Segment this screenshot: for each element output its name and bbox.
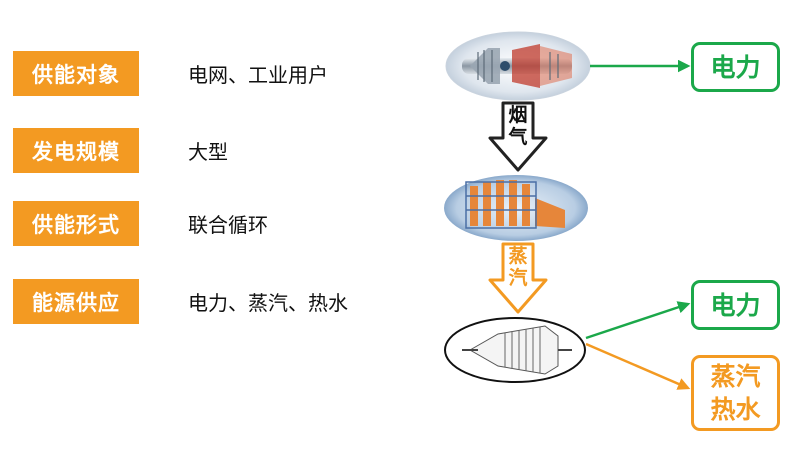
arrow-steam-turbine-to-heat <box>585 342 691 390</box>
steam-label: 蒸 汽 <box>506 245 530 289</box>
value-energy-supply: 电力、蒸汽、热水 <box>188 291 348 315</box>
label-supply-form: 供能形式 <box>13 201 139 246</box>
label-supply-target: 供能对象 <box>13 51 139 96</box>
heat-recovery-boiler-image <box>444 175 588 241</box>
flue-gas-arrow <box>488 101 548 172</box>
output-steam-hotwater: 蒸汽 热水 <box>691 355 780 431</box>
arrow-steam-turbine-to-power <box>585 301 691 340</box>
value-generation-scale: 大型 <box>188 140 228 164</box>
label-generation-scale: 发电规模 <box>13 128 139 173</box>
steam-arrow <box>488 242 548 314</box>
steam-turbine-image <box>444 317 586 383</box>
value-supply-form: 联合循环 <box>188 213 268 237</box>
label-energy-supply: 能源供应 <box>13 279 139 324</box>
output-power-top: 电力 <box>691 42 780 92</box>
output-hotwater-text: 热水 <box>710 395 761 424</box>
value-supply-target: 电网、工业用户 <box>188 63 328 87</box>
output-power-bottom-text: 电力 <box>710 290 761 320</box>
output-power-bottom: 电力 <box>691 280 780 330</box>
flue-gas-char-2: 气 <box>508 126 528 148</box>
steam-char-2: 汽 <box>508 267 528 289</box>
steam-char-1: 蒸 <box>508 245 528 267</box>
gas-turbine-image <box>445 31 591 101</box>
output-power-top-text: 电力 <box>710 52 761 82</box>
flue-gas-char-1: 烟 <box>508 104 528 126</box>
output-steam-text: 蒸汽 <box>710 362 761 391</box>
flue-gas-label: 烟 气 <box>506 104 530 148</box>
